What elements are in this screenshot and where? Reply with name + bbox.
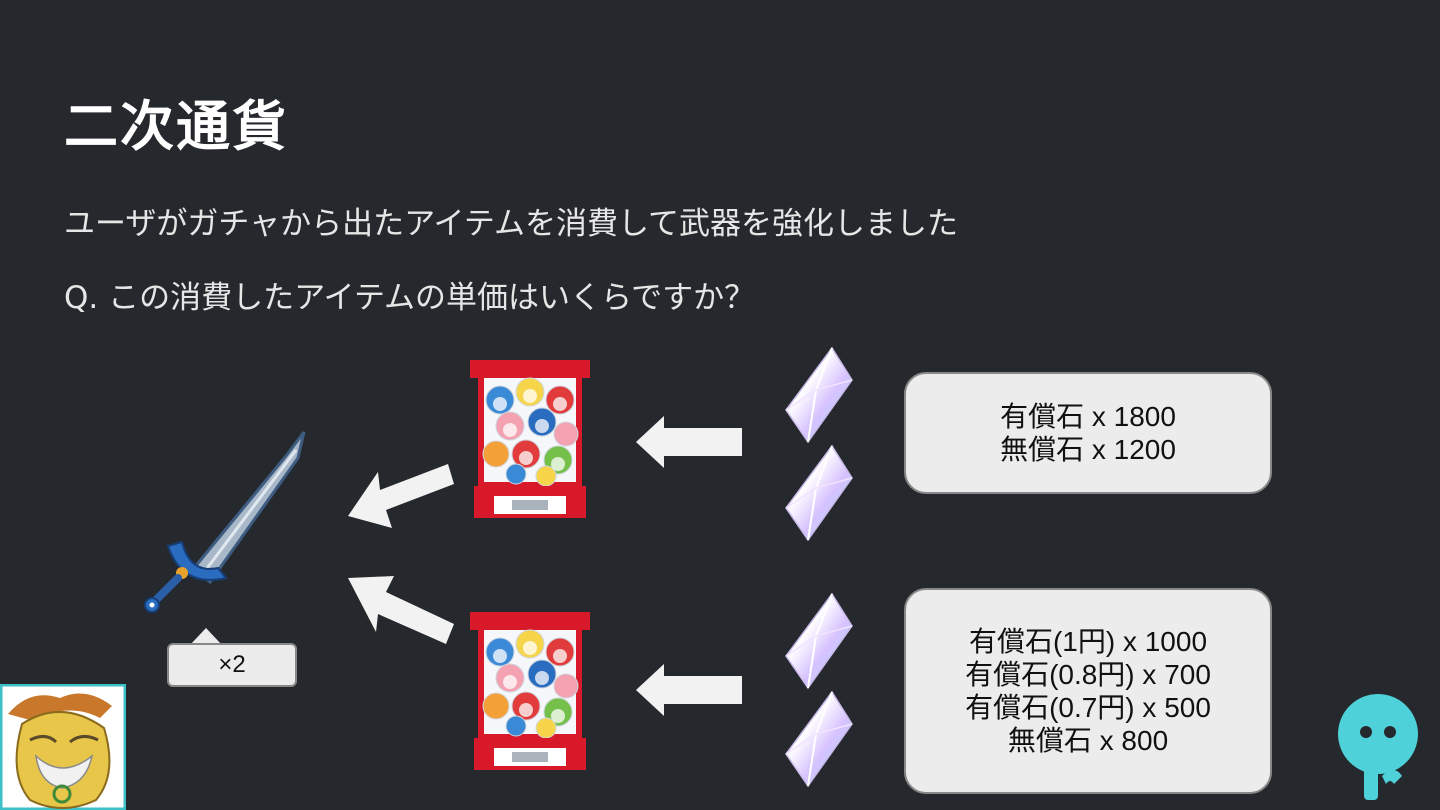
arrow-left-icon <box>636 416 742 468</box>
callout-pointer <box>190 628 222 645</box>
slide-body-line-2: Q. この消費したアイテムの単価はいくらですか？ <box>64 280 756 316</box>
mascot-avatar-icon <box>0 684 126 810</box>
crystal-gem-icon <box>785 690 853 788</box>
sword-icon <box>144 431 306 613</box>
multiplier-callout: ×2 <box>167 643 297 687</box>
currency-line: 有償石 x 1800 <box>1000 401 1176 432</box>
currency-line: 有償石(0.8円) x 700 <box>965 659 1211 690</box>
gacha-machine-icon <box>470 612 590 770</box>
brand-logo-icon <box>1338 694 1418 800</box>
gacha-machine-icon <box>470 360 590 518</box>
slide-body-line-1: ユーザがガチャから出たアイテムを消費して武器を強化しました <box>64 206 959 242</box>
arrow-down-left-icon <box>348 576 454 644</box>
currency-line: 無償石 x 1200 <box>1000 434 1176 465</box>
arrow-left-icon <box>636 664 742 716</box>
callout-label: ×2 <box>218 651 246 678</box>
currency-line: 有償石(1円) x 1000 <box>968 626 1208 657</box>
crystal-gem-icon <box>785 346 853 444</box>
crystal-gem-icon <box>785 444 853 542</box>
slide-title: 二次通貨 <box>64 95 288 158</box>
currency-box-top: 有償石 x 1800 無償石 x 1200 <box>904 372 1272 494</box>
currency-box-bottom: 有償石(1円) x 1000 有償石(0.8円) x 700 有償石(0.7円)… <box>904 588 1272 794</box>
currency-line: 有償石(0.7円) x 500 <box>965 692 1211 723</box>
arrow-up-left-icon <box>348 464 454 528</box>
crystal-gem-icon <box>785 592 853 690</box>
currency-line: 無償石 x 800 <box>1007 725 1169 756</box>
